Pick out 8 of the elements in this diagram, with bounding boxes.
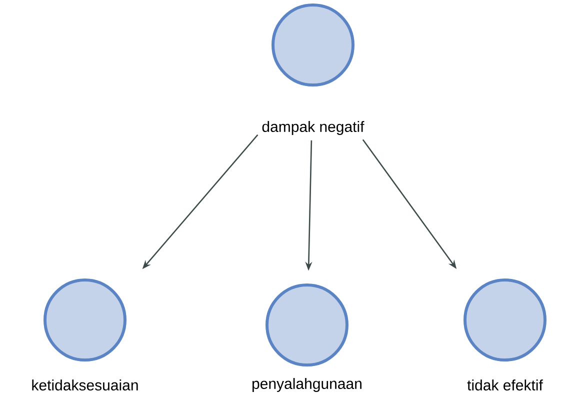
circle-node: penyalahgunaan [252, 284, 362, 392]
node-label: penyalahgunaan [252, 378, 362, 392]
circle-node: ketidaksesuaian [32, 278, 138, 390]
circle-node: tidak efektif [464, 278, 546, 390]
node-label: dampak negatif [262, 121, 364, 135]
circle-node: dampak negatif [262, 4, 364, 135]
node-label: tidak efektif [467, 379, 543, 390]
node-label: ketidaksesuaian [32, 379, 138, 390]
